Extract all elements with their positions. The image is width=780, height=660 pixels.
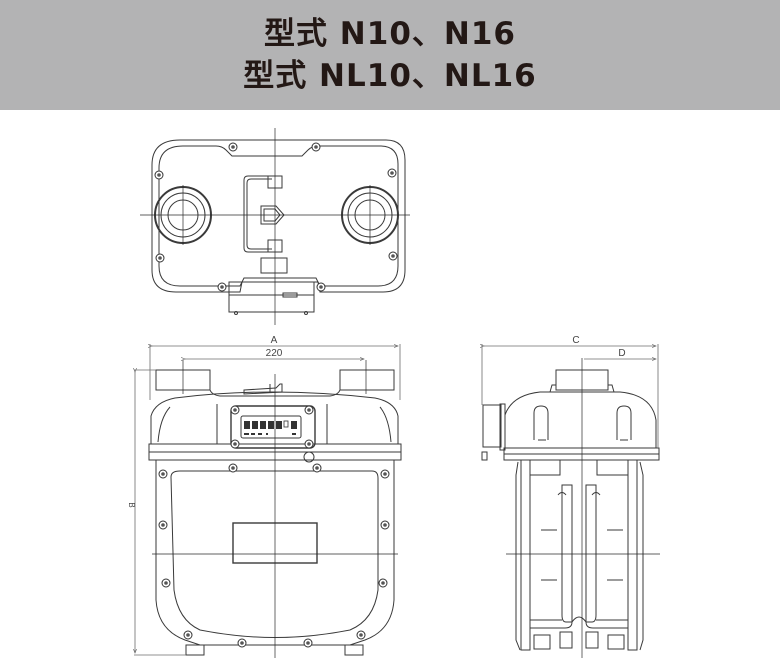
front-view-centerlines xyxy=(152,360,398,658)
model-title-n: 型式 N10、N16 xyxy=(264,16,516,52)
top-view-centerlines xyxy=(140,128,410,325)
counter-digits xyxy=(244,420,297,435)
side-view xyxy=(481,369,660,651)
dimension-d-label: D xyxy=(618,348,625,359)
top-view xyxy=(151,139,406,315)
front-view-dimensions xyxy=(134,344,401,656)
side-view-centerlines xyxy=(506,358,660,658)
dimension-220-label: 220 xyxy=(266,348,283,359)
dimension-b-label: B xyxy=(127,502,136,507)
model-title-nl: 型式 NL10、NL16 xyxy=(243,58,537,94)
side-view-dimensions xyxy=(482,344,659,448)
front-view-bolts xyxy=(158,405,390,648)
title-banner: 型式 N10、N16 型式 NL10、NL16 xyxy=(0,0,780,110)
dimension-c-label: C xyxy=(572,335,579,346)
dimension-a-label: A xyxy=(271,335,278,346)
top-view-bolts xyxy=(154,142,398,292)
technical-drawing: A 220 B xyxy=(127,128,660,658)
